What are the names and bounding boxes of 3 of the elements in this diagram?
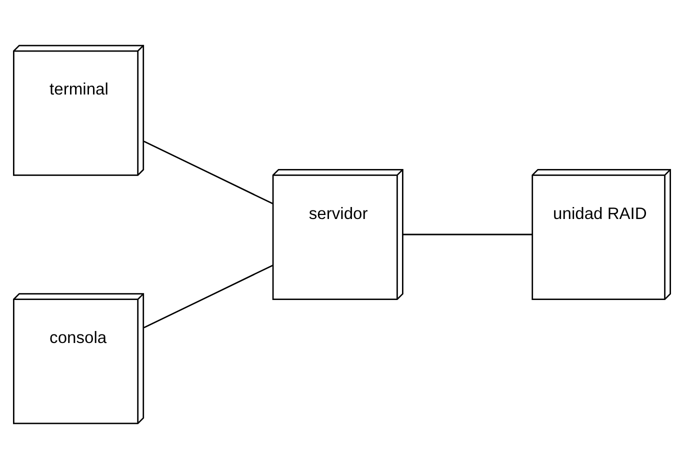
connector [403,234,532,236]
connector [144,140,274,204]
connector [144,264,274,328]
